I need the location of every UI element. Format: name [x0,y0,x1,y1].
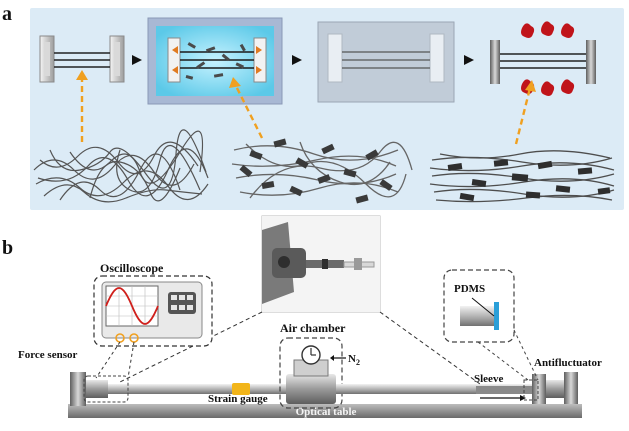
process-arrow-2 [292,55,302,65]
force-sensor-dashed-box [83,375,129,403]
antifluctuator-mount-a [532,374,546,404]
air-chamber-label: Air chamber [280,321,346,335]
panel-a-letter: a [2,3,12,25]
left-mount [70,372,86,406]
antifluctuator-mount-b [564,372,578,404]
flakes [185,42,246,80]
air-chamber-body [286,374,336,404]
process-arrow-3 [464,55,474,65]
oscilloscope-label: Oscilloscope [100,261,164,275]
pdms-label: PDMS [454,283,485,295]
pdms-source-box [523,379,539,401]
right-rod [336,384,532,394]
step3-dried-frame [317,21,455,103]
orange-markers [172,46,262,74]
pdms-inset: PDMS [443,269,539,381]
step4-treated-fiber [490,21,596,96]
step2-solution-bath [147,17,283,105]
panel-b: b Optical table Strain gauge Air chamber… [2,215,602,418]
step1-fiber-fixture [39,35,125,83]
fiber-network-random [33,129,209,203]
dashed-arrow-head-2 [229,77,241,88]
force-sensor-label: Force sensor [18,349,77,361]
sleeve [476,386,532,394]
sine-wave [105,287,159,325]
oscilloscope: Oscilloscope [93,261,213,379]
process-arrow-1 [132,55,142,65]
air-chamber-dashed-box [279,337,343,409]
fiber-network-coated [231,138,413,204]
sleeve-label: Sleeve [474,373,503,385]
strain-gauge [232,383,250,395]
panel-b-letter: b [2,237,13,259]
dashed-arrow-head-1 [76,70,88,80]
apparatus-photo [119,215,481,385]
fiber-network-dense [429,150,615,203]
n2-label: N2 [348,353,360,367]
panel-a: a [2,3,624,210]
strain-gauge-label: Strain gauge [208,393,268,405]
pdms-layer [494,302,499,330]
antifluctuator-label: Antifluctuator [534,357,602,369]
dashed-arrows [80,78,532,145]
optical-table [68,404,582,418]
sleeve-arrow [520,395,526,401]
optical-table-label: Optical table [296,406,357,418]
force-sensor [86,380,108,398]
dashed-arrow-head-3 [525,80,536,92]
